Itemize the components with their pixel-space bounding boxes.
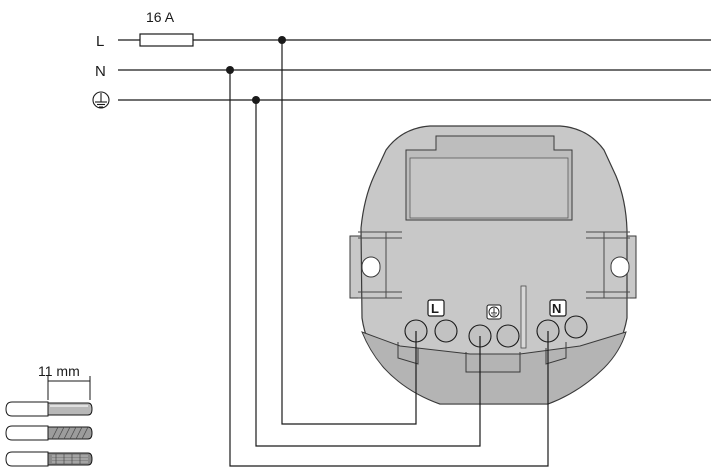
- line-L-label: L: [96, 33, 104, 50]
- terminal-N-label: N: [552, 301, 561, 316]
- terminal-badge-N: N: [549, 299, 567, 317]
- line-N-label: N: [95, 63, 106, 80]
- mounting-hole-left: [361, 256, 381, 278]
- center-slot: [520, 285, 527, 349]
- strip-length-label: 11 mm: [38, 363, 80, 379]
- fuse: [139, 33, 194, 47]
- terminal-L-label: L: [431, 301, 439, 316]
- ribs-right: [586, 231, 630, 299]
- ribs-left: [358, 231, 402, 299]
- wire-L: [281, 40, 417, 425]
- fuse-rating-label: 16 A: [146, 9, 175, 25]
- terminal-badge-L: L: [427, 299, 445, 317]
- wire-sample-stranded: [5, 425, 93, 441]
- feed-wires: [229, 40, 549, 467]
- earth-ground-icon: [92, 91, 110, 109]
- terminal-hole-PE2: [496, 324, 520, 348]
- wire-sample-ferrule: [5, 451, 93, 467]
- lower-notches: [397, 342, 567, 373]
- supply-lines: [118, 39, 711, 101]
- terminal-hole-N2: [564, 315, 588, 339]
- device: L N: [349, 125, 637, 405]
- device-lower-band: [361, 331, 627, 405]
- terminal-earth-icon: [488, 306, 500, 318]
- terminal-badge-PE: [486, 304, 502, 320]
- wire-sample-solid: [5, 401, 93, 417]
- wire-N: [229, 70, 549, 467]
- wire-PE: [255, 100, 481, 447]
- mounting-hole-right: [610, 256, 630, 278]
- device-top-window: [409, 157, 569, 219]
- strip-length-indicator: 11 mm: [38, 363, 91, 400]
- terminal-hole-L2: [434, 319, 458, 343]
